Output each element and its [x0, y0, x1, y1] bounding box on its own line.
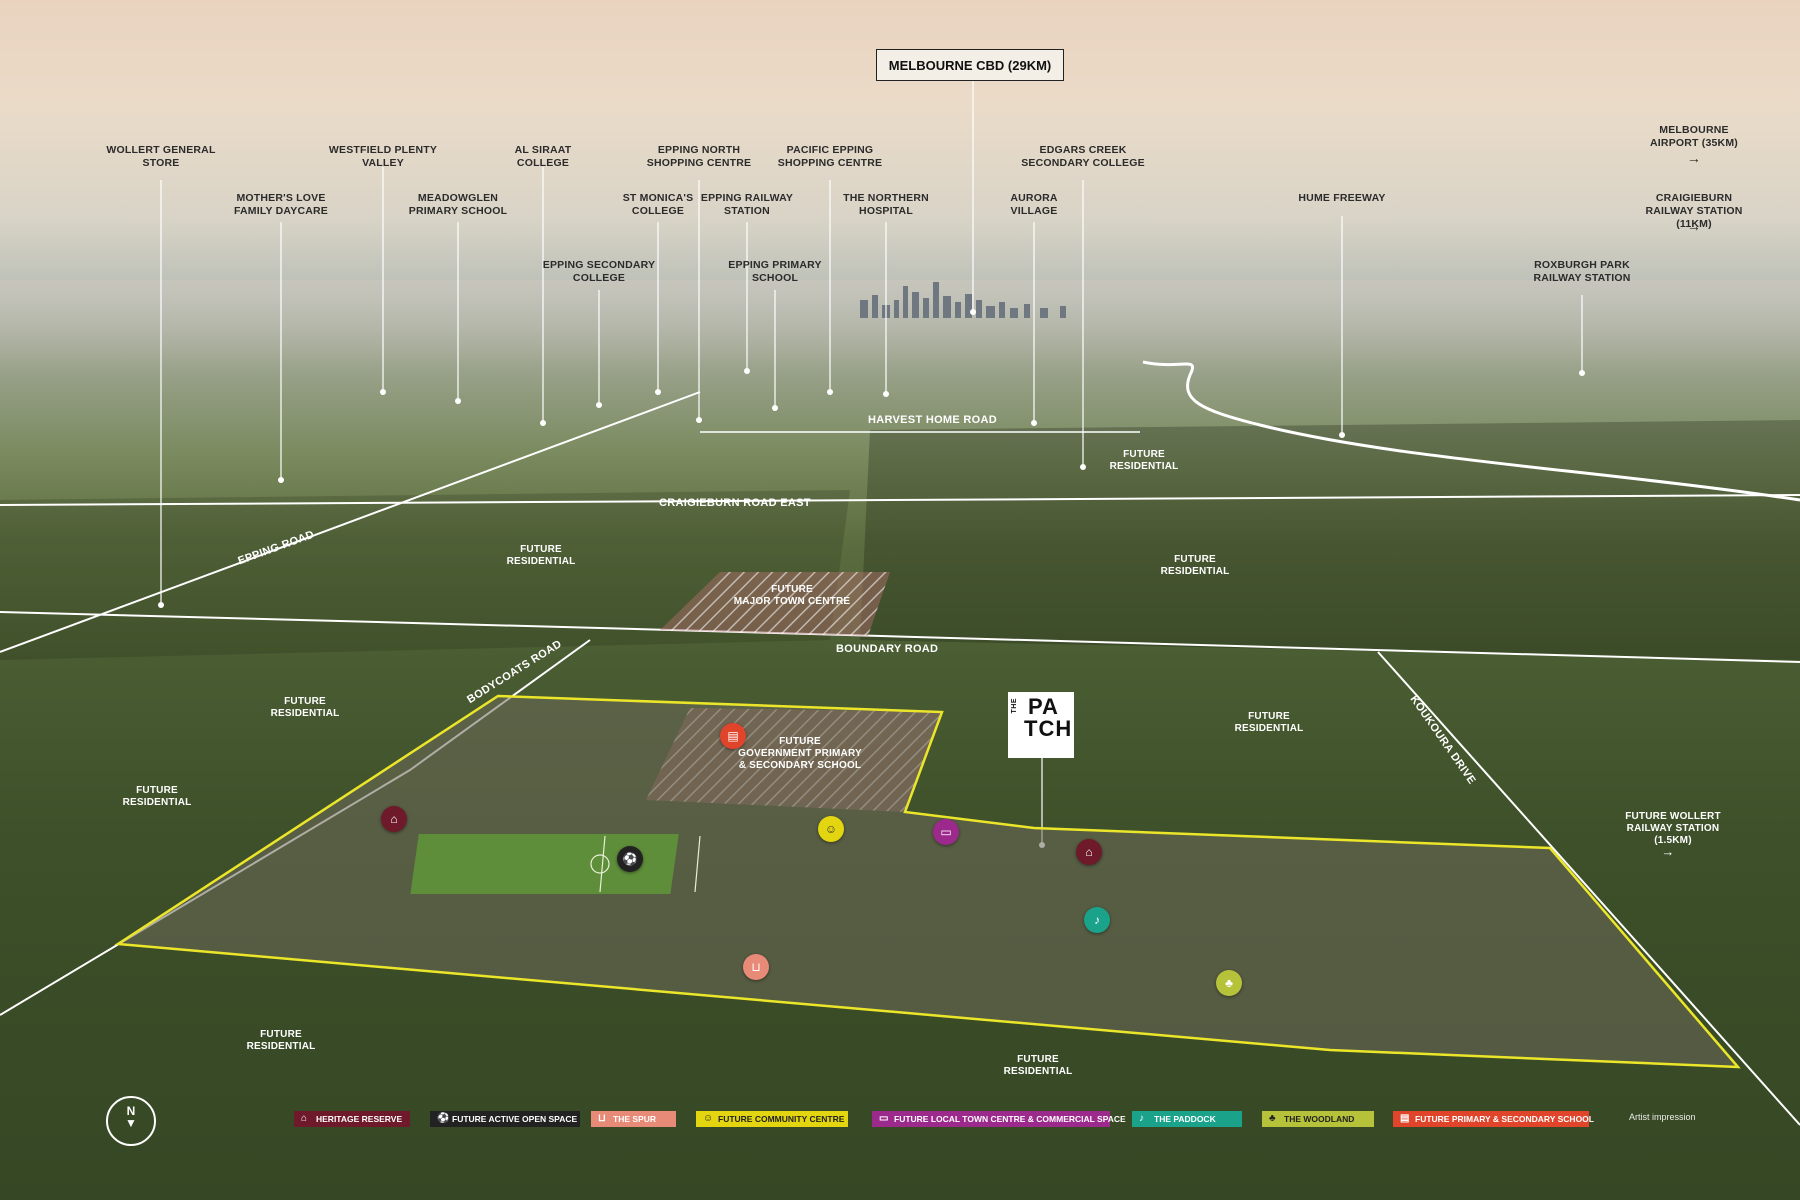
logo-the: THE: [1011, 698, 1018, 714]
area-label-future-residential: FUTURE RESIDENTIAL: [1160, 554, 1230, 577]
poi-label-aurora-village: AURORA VILLAGE: [1010, 192, 1058, 217]
area-label-future-residential: FUTURE RESIDENTIAL: [246, 1029, 316, 1052]
area-label-future-residential: FUTURE RESIDENTIAL: [506, 544, 576, 567]
area-label-future-residential: FUTURE RESIDENTIAL: [1109, 449, 1179, 472]
melbourne-cbd-callout: MELBOURNE CBD (29KM): [876, 49, 1064, 81]
poi-label-al-siraat-college: AL SIRAAT COLLEGE: [514, 144, 572, 169]
people-icon[interactable]: ☺: [818, 816, 844, 842]
poi-label-craigieburn-station: CRAIGIEBURN RAILWAY STATION (11KM): [1645, 192, 1743, 230]
compass-arrow-icon: ▼: [125, 1116, 137, 1130]
site-boundary: [114, 694, 1741, 1069]
poi-label-edgars-creek-college: EDGARS CREEK SECONDARY COLLEGE: [1021, 144, 1145, 169]
legend-item: ♣ THE WOODLAND: [1262, 1111, 1374, 1127]
tree-icon: ♣: [1269, 1113, 1276, 1124]
tree-icon[interactable]: ♣: [1216, 970, 1242, 996]
poi-label-roxburgh-park-station: ROXBURGH PARK RAILWAY STATION: [1533, 259, 1631, 284]
sports-fields: [410, 834, 679, 894]
road-label-boundary: BOUNDARY ROAD: [836, 643, 939, 655]
heritage-icon[interactable]: ⌂: [381, 806, 407, 832]
area-label-future-residential: FUTURE RESIDENTIAL: [1234, 711, 1304, 734]
heritage-icon[interactable]: ⌂: [1076, 839, 1102, 865]
the-patch-logo: THE PA TCH: [1008, 692, 1074, 758]
compass-letter: N: [126, 1104, 136, 1118]
laptop-icon: ▭: [879, 1113, 889, 1124]
book-icon: ▤: [1400, 1113, 1410, 1124]
epping-road-line: [0, 391, 701, 653]
poi-label-epping-secondary-college: EPPING SECONDARY COLLEGE: [542, 259, 656, 284]
legend-label: HERITAGE RESERVE: [316, 1114, 403, 1124]
legend-item: ⊔ THE SPUR: [591, 1111, 676, 1127]
leader-lines: [160, 81, 1583, 845]
legend-label: FUTURE ACTIVE OPEN SPACE: [452, 1114, 578, 1124]
poi-label-epping-north-shopping: EPPING NORTH SHOPPING CENTRE: [646, 144, 752, 169]
soccer-ball-icon[interactable]: ⚽: [617, 846, 643, 872]
field-shadow: [860, 420, 1800, 660]
poi-label-wollert-general-store: WOLLERT GENERAL STORE: [106, 144, 216, 169]
road-lines: [0, 360, 1800, 1126]
leader-dots: [158, 309, 1585, 848]
basket-icon: ⊔: [598, 1113, 606, 1124]
area-label-future-residential: FUTURE RESIDENTIAL: [122, 785, 192, 808]
road-label-craigieburn-east: CRAIGIEBURN ROAD EAST: [659, 497, 811, 509]
poi-label-hume-freeway: HUME FREEWAY: [1298, 192, 1386, 204]
city-skyline: [860, 282, 1066, 318]
hume-freeway-line: [1142, 360, 1800, 502]
north-compass: N ▼: [106, 1096, 156, 1146]
bell-icon: ♪: [1139, 1113, 1144, 1124]
soccer-ball-icon: ⚽: [437, 1113, 450, 1124]
sports-field-markings: [590, 835, 701, 893]
arrow-right-icon: →: [1686, 218, 1702, 234]
logo-row-1: PA: [1028, 694, 1059, 719]
artist-impression-note: Artist impression: [1629, 1112, 1696, 1122]
legend-item: ▤ FUTURE PRIMARY & SECONDARY SCHOOL: [1393, 1111, 1594, 1127]
legend-item: ⌂ HERITAGE RESERVE: [294, 1111, 410, 1127]
bell-icon[interactable]: ♪: [1084, 907, 1110, 933]
major-town-centre-area: [660, 572, 890, 636]
arrow-right-icon: →: [1661, 844, 1675, 859]
legend-item: ☺ FUTURE COMMUNITY CENTRE: [696, 1111, 848, 1127]
basket-icon[interactable]: ⊔: [743, 954, 769, 980]
poi-label-epping-railway-station: EPPING RAILWAY STATION: [700, 192, 794, 217]
legend-item: ▭ FUTURE LOCAL TOWN CENTRE & COMMERCIAL S…: [872, 1111, 1126, 1127]
logo-row-2: TCH: [1024, 716, 1073, 741]
heritage-icon: ⌂: [301, 1113, 308, 1124]
legend-label: THE SPUR: [613, 1114, 656, 1124]
legend-label: THE PADDOCK: [1154, 1114, 1216, 1124]
area-label-future-residential: FUTURE RESIDENTIAL: [270, 696, 340, 719]
horizon-haze: [0, 280, 1800, 370]
poi-label-northern-hospital: THE NORTHERN HOSPITAL: [843, 192, 929, 217]
area-label-future-residential: FUTURE RESIDENTIAL: [1003, 1054, 1073, 1077]
poi-label-westfield-plenty-valley: WESTFIELD PLENTY VALLEY: [328, 144, 438, 169]
craigieburn-road-line: [0, 494, 1800, 506]
poi-label-melbourne-airport: MELBOURNE AIRPORT (35KM): [1650, 124, 1738, 149]
area-label-wollert-station: FUTURE WOLLERT RAILWAY STATION (1.5KM): [1625, 811, 1721, 846]
legend-item: ⚽FUTURE ACTIVE OPEN SPACE: [430, 1111, 580, 1127]
koukoura-drive-line: [1377, 651, 1800, 1126]
area-label-school: FUTURE GOVERNMENT PRIMARY & SECONDARY SC…: [738, 736, 862, 771]
road-label-harvest-home: HARVEST HOME ROAD: [868, 414, 997, 426]
poi-label-pacific-epping: PACIFIC EPPING SHOPPING CENTRE: [777, 144, 883, 169]
arrow-right-icon: →: [1686, 150, 1702, 166]
legend-label: FUTURE PRIMARY & SECONDARY SCHOOL: [1415, 1114, 1594, 1124]
legend-label: FUTURE LOCAL TOWN CENTRE & COMMERCIAL SP…: [894, 1114, 1126, 1124]
people-icon: ☺: [703, 1113, 714, 1124]
boundary-road-line: [0, 611, 1800, 663]
poi-label-meadowglen-primary: MEADOWGLEN PRIMARY SCHOOL: [408, 192, 508, 217]
poi-label-st-monicas-college: ST MONICA'S COLLEGE: [622, 192, 694, 217]
area-label-major-town-centre: FUTURE MAJOR TOWN CENTRE: [733, 584, 851, 607]
poi-label-epping-primary-school: EPPING PRIMARY SCHOOL: [728, 259, 822, 284]
legend-label: THE WOODLAND: [1284, 1114, 1355, 1124]
book-icon[interactable]: ▤: [720, 723, 746, 749]
poi-label-mothers-love-daycare: MOTHER'S LOVE FAMILY DAYCARE: [233, 192, 329, 217]
legend-label: FUTURE COMMUNITY CENTRE: [718, 1114, 845, 1124]
laptop-icon[interactable]: ▭: [933, 819, 959, 845]
legend-item: ♪ THE PADDOCK: [1132, 1111, 1242, 1127]
